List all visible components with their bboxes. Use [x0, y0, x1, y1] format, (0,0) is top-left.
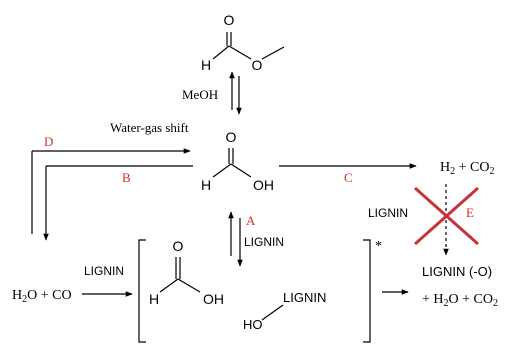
- water-gas-shift-label: Water-gas shift: [110, 120, 189, 135]
- route-label-e: E: [466, 205, 474, 220]
- mf-atom-o-carbonyl: O: [224, 12, 235, 28]
- mf-h-bond: [212, 45, 230, 60]
- fa-h-bond: [212, 163, 232, 178]
- reactants-h2o-co: H2O + CO: [12, 288, 72, 305]
- int-fa-atom-h: H: [149, 291, 159, 307]
- route-c-products: H2 + CO2: [440, 160, 494, 177]
- bracket-left: [138, 239, 146, 343]
- methyl-formate-structure: O H O: [201, 12, 285, 73]
- route-a-equilibrium-arrows: [228, 211, 243, 267]
- formic-acid-structure: O H OH: [201, 129, 274, 193]
- fa-atom-h: H: [201, 177, 211, 193]
- intermediate-bracket: [138, 239, 371, 343]
- route-label-b: B: [122, 170, 131, 185]
- methanol-equilibrium-arrows: [229, 71, 242, 115]
- mf-ester-bond: [228, 45, 252, 60]
- meoh-label: MeOH: [182, 87, 218, 102]
- int-fa-group-oh: OH: [203, 291, 224, 307]
- intermediate-asterisk: *: [375, 239, 382, 254]
- route-e-lignin-label: LIGNIN: [368, 206, 408, 220]
- route-label-d: D: [44, 134, 53, 149]
- fa-atom-o-carbonyl: O: [226, 129, 237, 145]
- route-label-c: C: [344, 170, 353, 185]
- mf-atom-h: H: [201, 57, 211, 73]
- route-d-arrow: [31, 148, 191, 234]
- mf-methyl-bond: [261, 46, 285, 60]
- blocked-cross-icon: [414, 186, 479, 246]
- int-lignin-label: LIGNIN: [283, 290, 326, 305]
- fa-oh-bond: [230, 163, 252, 178]
- intermediate-lignin-oh: HO LIGNIN: [243, 290, 326, 332]
- int-fa-oh-bond: [177, 278, 201, 293]
- reactants-lignin-label: LIGNIN: [84, 264, 124, 278]
- int-fa-h-bond: [159, 278, 179, 293]
- int-lignin-bond: [261, 304, 284, 321]
- fa-group-oh: OH: [253, 177, 274, 193]
- int-fa-atom-o: O: [173, 238, 184, 254]
- final-h2o-co2: + H2O + CO2: [422, 292, 498, 309]
- route-label-a: A: [246, 213, 256, 228]
- int-lignin-ho: HO: [243, 317, 263, 332]
- mf-atom-o-ester: O: [252, 57, 263, 73]
- route-b-arrow: [43, 165, 193, 241]
- bracket-right: [363, 239, 371, 343]
- final-lignin-deoxy: LIGNIN (-O): [422, 264, 492, 279]
- route-a-lignin-label: LIGNIN: [244, 235, 284, 249]
- intermediate-formic-acid: O H OH: [149, 238, 224, 307]
